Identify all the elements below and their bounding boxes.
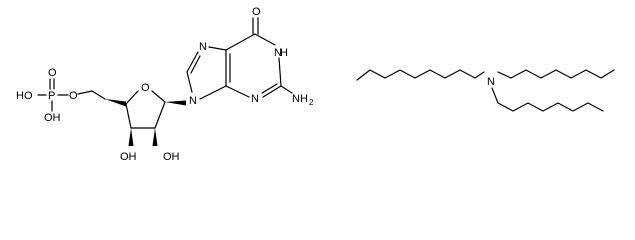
bond-ring-o-c1 xyxy=(151,90,166,103)
atom-label-carbonyl-oxygen: O xyxy=(252,6,261,18)
atom-label-ho-left: HO xyxy=(16,90,33,102)
wedge-c1-n9 xyxy=(165,100,186,106)
bond-c5-c6 xyxy=(225,33,256,51)
atom-label-oh-bottom: OH xyxy=(44,112,61,124)
atom-label-n7: N xyxy=(199,41,207,53)
atom-label-phosphorus: P xyxy=(48,90,55,102)
trioctylamine-structure: N xyxy=(356,69,615,112)
atom-label-n3: N xyxy=(251,93,259,105)
atom-label-n9: N xyxy=(189,95,197,107)
octyl-chain-left xyxy=(356,69,485,81)
atom-label-amine-nitrogen: NH xyxy=(292,93,308,105)
bond-n7-c5 xyxy=(208,46,227,51)
wedge-c5-c4 xyxy=(105,99,126,107)
atom-label-amine-subscript: 2 xyxy=(309,98,314,107)
atom-label-n1-hydrogen: H xyxy=(280,47,288,59)
wedge-c2-oh xyxy=(152,128,158,146)
atom-label-ring-oxygen: O xyxy=(141,82,150,94)
bond-c2-n3-2 xyxy=(261,83,278,94)
atom-label-3-hydroxyl: OH xyxy=(120,151,137,163)
structure-canvas: HO P O OH O O OH OH N N O N H N NH 2 N xyxy=(16,6,615,163)
bond-n9-c4 xyxy=(199,85,227,100)
chemical-structures-svg: HO P O OH O O OH OH N N O N H N NH 2 N xyxy=(16,6,615,163)
atom-label-central-nitrogen: N xyxy=(487,76,495,88)
bond-c2-n3-1 xyxy=(262,85,282,98)
bond-c1-c2 xyxy=(154,101,166,129)
bond-n3-c4 xyxy=(225,85,250,98)
bond-c8-n7-2 xyxy=(190,55,201,74)
bond-c2-nh2 xyxy=(280,85,293,94)
bond-n9-c8 xyxy=(186,71,193,93)
bond-c8-n7-1 xyxy=(186,51,199,73)
octyl-chain-right xyxy=(497,69,615,79)
nucleotide-structure: HO P O OH O O OH OH N N O N H N NH 2 xyxy=(16,6,314,163)
bond-c5-c4 xyxy=(91,90,106,100)
bond-c6-n1 xyxy=(254,33,276,46)
atom-label-n1: N xyxy=(274,47,282,59)
bond-c4-ring-o xyxy=(125,90,139,105)
bond-ester-o-c5 xyxy=(77,90,93,95)
atom-label-ester-oxygen: O xyxy=(69,90,78,102)
bond-c3-c4 xyxy=(125,103,132,129)
atom-label-phosphoryl-oxygen: O xyxy=(48,67,57,79)
bond-n1-c2 xyxy=(278,57,282,87)
atom-label-2-hydroxyl: OH xyxy=(163,151,180,163)
wedge-c3-oh xyxy=(128,128,134,146)
octyl-chain-lower xyxy=(491,87,604,112)
